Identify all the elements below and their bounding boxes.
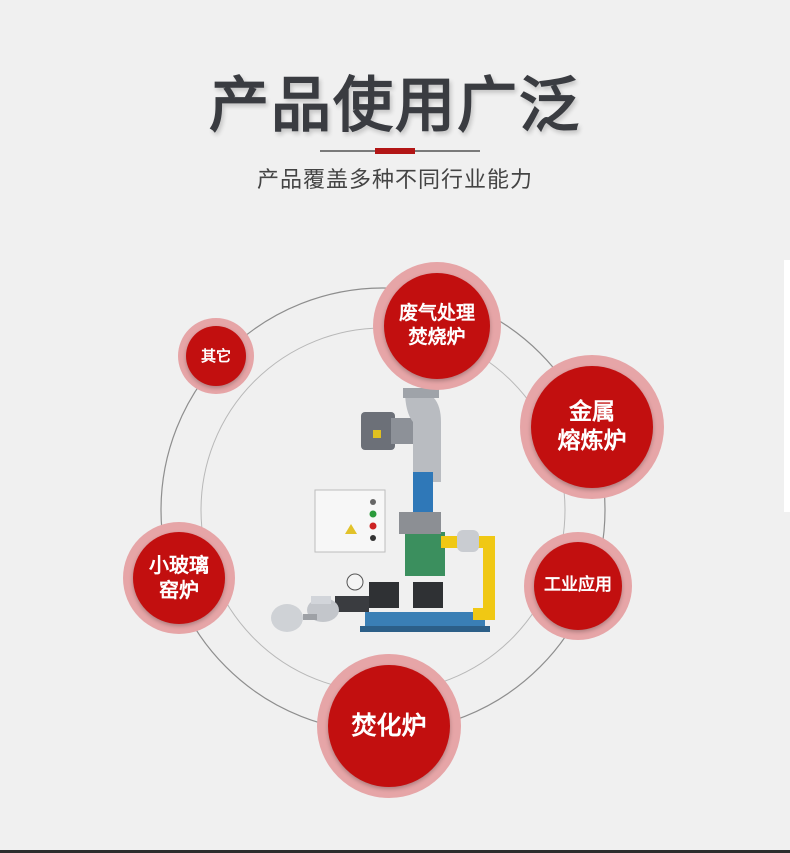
- application-label-other: 其它: [200, 346, 231, 365]
- page-title: 产品使用广泛: [209, 71, 581, 141]
- burner-unit-image: [271, 388, 495, 632]
- application-node-waste-gas[interactable]: 废气处理 焚烧炉: [373, 262, 501, 390]
- application-node-glass[interactable]: 小玻璃 窑炉: [123, 522, 235, 634]
- application-label-waste-gas: 废气处理 焚烧炉: [398, 302, 475, 348]
- bottom-border: [0, 850, 790, 853]
- application-label-incinerator: 焚化炉: [351, 711, 427, 741]
- application-node-other[interactable]: 其它: [178, 318, 254, 394]
- application-node-industrial[interactable]: 工业应用: [524, 532, 632, 640]
- application-label-glass: 小玻璃 窑炉: [149, 553, 209, 602]
- control-box: [314, 489, 386, 553]
- application-node-metal[interactable]: 金属 熔炼炉: [520, 355, 664, 499]
- pressure-gauge: [346, 573, 364, 591]
- gas-pipe: [441, 536, 495, 620]
- machine-base: [365, 612, 485, 630]
- pump: [405, 532, 445, 576]
- blower-housing: [405, 389, 441, 482]
- title-divider-accent: [375, 148, 415, 154]
- application-node-incinerator[interactable]: 焚化炉: [317, 654, 461, 798]
- page-subtitle: 产品覆盖多种不同行业能力: [256, 168, 533, 193]
- application-label-metal: 金属 熔炼炉: [557, 399, 627, 454]
- application-label-industrial: 工业应用: [544, 575, 612, 596]
- edge-highlight: [784, 260, 790, 512]
